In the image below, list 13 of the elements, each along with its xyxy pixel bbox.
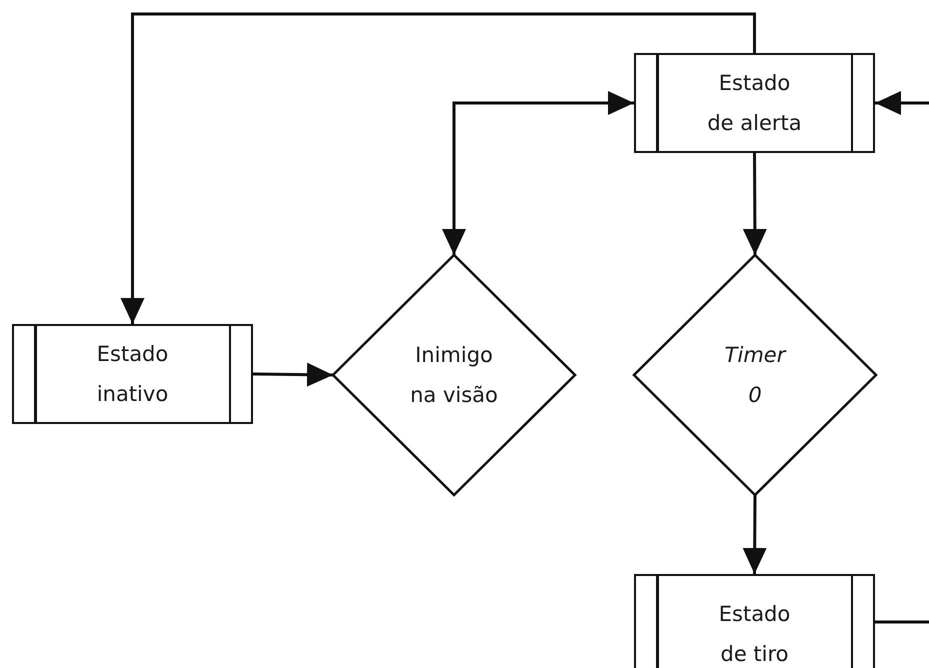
node-label: Estado de tiro (718, 601, 792, 668)
node-label: Inimigo na visão (409, 342, 499, 409)
process-box (12, 324, 253, 424)
arrow (742, 153, 767, 255)
node-label: Timer 0 (724, 342, 788, 409)
arrow (742, 494, 767, 574)
process-box (634, 53, 875, 153)
arrow (875, 91, 929, 115)
arrow (252, 362, 334, 387)
node-label: Estado inativo (96, 341, 170, 408)
arrow (442, 91, 634, 255)
node-label: Estado de alerta (706, 70, 803, 137)
arrow (120, 12, 756, 324)
